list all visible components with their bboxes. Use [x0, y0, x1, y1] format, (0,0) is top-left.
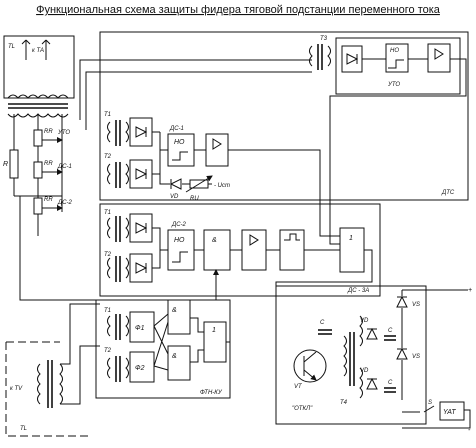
- svg-text:ДТС: ДТС: [441, 190, 455, 196]
- svg-text:Т1: Т1: [104, 112, 111, 118]
- rail-label: TL: [8, 44, 15, 50]
- svg-text:ДС-1: ДС-1: [169, 126, 184, 132]
- svg-text:ДС-1: ДС-1: [57, 164, 72, 170]
- svg-text:RR: RR: [44, 161, 53, 167]
- svg-text:ДС - 3А: ДС - 3А: [347, 288, 369, 294]
- svg-text:УТО: УТО: [387, 82, 400, 88]
- svg-text:Ф1: Ф1: [135, 325, 145, 332]
- svg-text:к TV: к TV: [10, 386, 23, 392]
- left-input-section: TL к ТА R RR RR RR УТО ДС-1 ДС-2: [3, 35, 75, 236]
- svg-text:- Uст: - Uст: [214, 183, 230, 189]
- svg-text:&: &: [172, 353, 177, 360]
- svg-text:1: 1: [349, 235, 353, 242]
- svg-text:1: 1: [212, 327, 216, 334]
- svg-text:Т2: Т2: [104, 154, 112, 160]
- svg-text:Т2: Т2: [104, 348, 112, 354]
- svg-text:УТО: УТО: [57, 130, 70, 136]
- svg-text:VD: VD: [170, 194, 179, 200]
- svg-text:"ОТКЛ": "ОТКЛ": [292, 406, 313, 412]
- svg-text:RU: RU: [190, 196, 199, 202]
- svg-text:Т1: Т1: [104, 210, 111, 216]
- svg-text:VD: VD: [360, 318, 369, 324]
- svg-text:НО: НО: [174, 139, 185, 146]
- svg-text:С: С: [320, 320, 325, 326]
- svg-text:+: +: [468, 287, 472, 294]
- output-stage: С VT "ОТКЛ" Т4 VD VD С С VS VS + S: [275, 285, 472, 434]
- svg-text:VS: VS: [412, 354, 420, 360]
- svg-text:ДС-2: ДС-2: [171, 222, 187, 228]
- svg-text:VS: VS: [412, 302, 420, 308]
- ds2-block: ДС - 3А Т1 Т2 ДС-2 НО & 1: [99, 203, 381, 304]
- svg-text:С: С: [388, 380, 393, 386]
- voltage-transformer: к TV TL: [5, 196, 100, 437]
- vt-transistor: [293, 349, 327, 383]
- svg-text:Т4: Т4: [340, 400, 348, 406]
- diagram-title: Функциональная схема защиты фидера тягов…: [36, 4, 441, 16]
- svg-text:&: &: [172, 307, 177, 314]
- uto-block: ДТС Т3 НО УТО: [79, 31, 469, 245]
- svg-text:Т1: Т1: [104, 308, 111, 314]
- svg-text:Т3: Т3: [320, 36, 328, 42]
- svg-text:S: S: [428, 400, 432, 406]
- svg-text:Ф2: Ф2: [135, 365, 145, 372]
- resistor-r: [9, 149, 19, 179]
- svg-text:R: R: [3, 161, 8, 168]
- svg-text:TL: TL: [20, 426, 27, 432]
- svg-text:YAT: YAT: [443, 409, 456, 416]
- svg-text:-: -: [468, 427, 471, 434]
- svg-text:&: &: [212, 237, 217, 244]
- ds1-block: Т1 Т2 ДС-1 НО VD RU - Uст: [104, 112, 340, 237]
- svg-text:ФТН-КУ: ФТН-КУ: [200, 390, 223, 396]
- svg-text:RR: RR: [44, 197, 53, 203]
- ta-label: к ТА: [32, 48, 44, 54]
- svg-text:НО: НО: [390, 48, 399, 54]
- ftn-block: ФТН-КУ Т1 Т2 Ф1 Ф2 & & 1: [95, 299, 231, 399]
- svg-text:ДС-2: ДС-2: [57, 200, 73, 206]
- svg-text:VD: VD: [360, 368, 369, 374]
- svg-text:VT: VT: [294, 384, 303, 390]
- svg-text:Т2: Т2: [104, 252, 112, 258]
- svg-text:НО: НО: [174, 237, 185, 244]
- svg-text:RR: RR: [44, 129, 53, 135]
- svg-text:С: С: [388, 328, 393, 334]
